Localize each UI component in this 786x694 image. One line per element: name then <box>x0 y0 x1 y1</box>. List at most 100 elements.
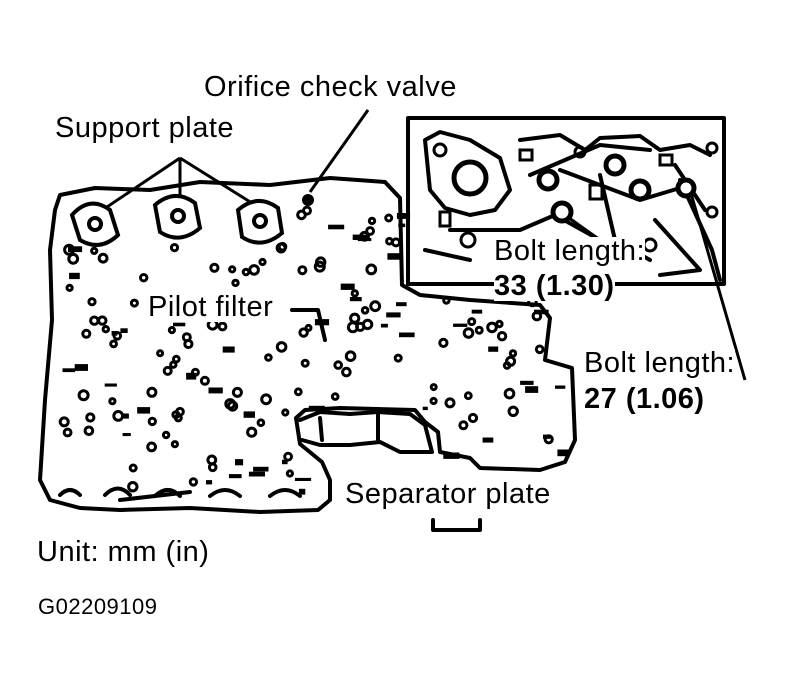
valve-hole <box>161 430 171 440</box>
valve-hole <box>463 391 473 401</box>
valve-slot <box>398 223 406 228</box>
valve-slot <box>534 309 549 315</box>
valve-hole <box>369 300 382 313</box>
valve-hole <box>330 392 340 401</box>
valve-slot <box>380 323 388 328</box>
valve-hole <box>101 325 111 334</box>
valve-hole <box>293 387 303 397</box>
valve-hole <box>444 397 456 409</box>
valve-slot <box>122 433 131 437</box>
valve-hole <box>283 451 294 462</box>
valve-hole <box>367 216 377 226</box>
valve-hole <box>467 412 479 424</box>
valve-hole <box>462 327 475 339</box>
valve-hole <box>77 389 90 402</box>
separator-plate-edge <box>298 410 434 454</box>
valve-slot <box>453 323 468 327</box>
orifice-check-valve-label: Orifice check valve <box>204 71 457 103</box>
valve-slot <box>253 466 269 472</box>
valve-slot <box>352 234 370 240</box>
valve-body-slots <box>62 213 570 495</box>
bolt-right-leader <box>688 189 747 381</box>
orifice-leader <box>308 109 370 193</box>
valve-hole <box>333 360 344 370</box>
inset-bolt-3 <box>603 153 627 177</box>
valve-hole <box>128 463 138 473</box>
valve-slot <box>488 346 499 352</box>
separator-plate-label: Separator plate <box>345 478 551 510</box>
valve-slot <box>471 309 483 314</box>
bolt-length-top-label: Bolt length: <box>494 235 646 267</box>
valve-hole <box>507 405 519 417</box>
valve-hole <box>129 298 139 308</box>
valve-hole <box>486 321 498 334</box>
valve-slot <box>74 364 88 371</box>
valve-hole <box>109 339 118 349</box>
valve-hole <box>170 440 179 449</box>
valve-hole <box>146 441 158 453</box>
valve-hole <box>275 341 288 353</box>
valve-hole <box>442 296 451 305</box>
valve-slot <box>208 387 223 394</box>
valve-hole <box>496 331 508 342</box>
valve-slot <box>543 434 551 439</box>
valve-hole <box>365 226 376 236</box>
valve-hole <box>224 398 236 410</box>
valve-hole <box>391 237 401 248</box>
bolt-value-top-label: 33 (1.30) <box>494 270 615 302</box>
valve-hole <box>297 265 308 276</box>
valve-hole <box>231 386 243 398</box>
valve-slot <box>386 312 401 318</box>
valve-hole <box>62 427 73 438</box>
valve-slot <box>555 385 566 389</box>
valve-slot <box>62 368 76 373</box>
valve-hole <box>438 337 449 348</box>
valve-hole <box>260 393 273 406</box>
valve-slot <box>340 283 355 290</box>
valve-slot <box>308 405 325 411</box>
valve-hole <box>361 318 374 331</box>
valve-hole <box>147 416 158 427</box>
valve-slot <box>396 213 411 219</box>
valve-hole <box>349 312 361 324</box>
valve-hole <box>296 209 307 221</box>
valve-slot <box>298 488 306 495</box>
valve-hole <box>256 418 266 428</box>
valve-hole <box>139 273 149 283</box>
valve-slot <box>387 253 401 260</box>
valve-slot <box>399 332 415 338</box>
valve-hole <box>258 257 267 267</box>
valve-hole <box>97 315 108 326</box>
valve-hole <box>248 264 260 276</box>
valve-hole <box>175 406 185 417</box>
valve-hole <box>169 360 178 369</box>
valve-hole <box>90 246 99 255</box>
valve-slot <box>349 297 362 302</box>
valve-hole <box>167 326 176 335</box>
valve-slot <box>525 386 539 393</box>
valve-hole <box>350 289 359 298</box>
valve-hole <box>495 319 504 329</box>
inset-bolt-1 <box>536 168 560 192</box>
valve-slot <box>69 272 80 280</box>
valve-hole <box>384 213 394 223</box>
valve-hole <box>81 328 92 339</box>
valve-hole <box>264 353 273 362</box>
inset-large-bolt <box>451 159 489 197</box>
valve-slot <box>120 328 128 333</box>
valve-hole <box>458 420 469 431</box>
valve-hole <box>162 365 173 376</box>
valve-hole <box>298 327 309 338</box>
pilot-filter-label: Pilot filter <box>148 291 274 323</box>
valve-slot <box>222 346 235 353</box>
valve-hole <box>503 387 516 400</box>
valve-slot <box>104 383 117 387</box>
valve-hole <box>181 332 192 343</box>
valve-slot <box>186 372 197 380</box>
valve-hole <box>87 297 97 307</box>
valve-hole <box>156 349 165 358</box>
valve-hole <box>275 242 287 254</box>
valve-hole <box>304 323 313 332</box>
